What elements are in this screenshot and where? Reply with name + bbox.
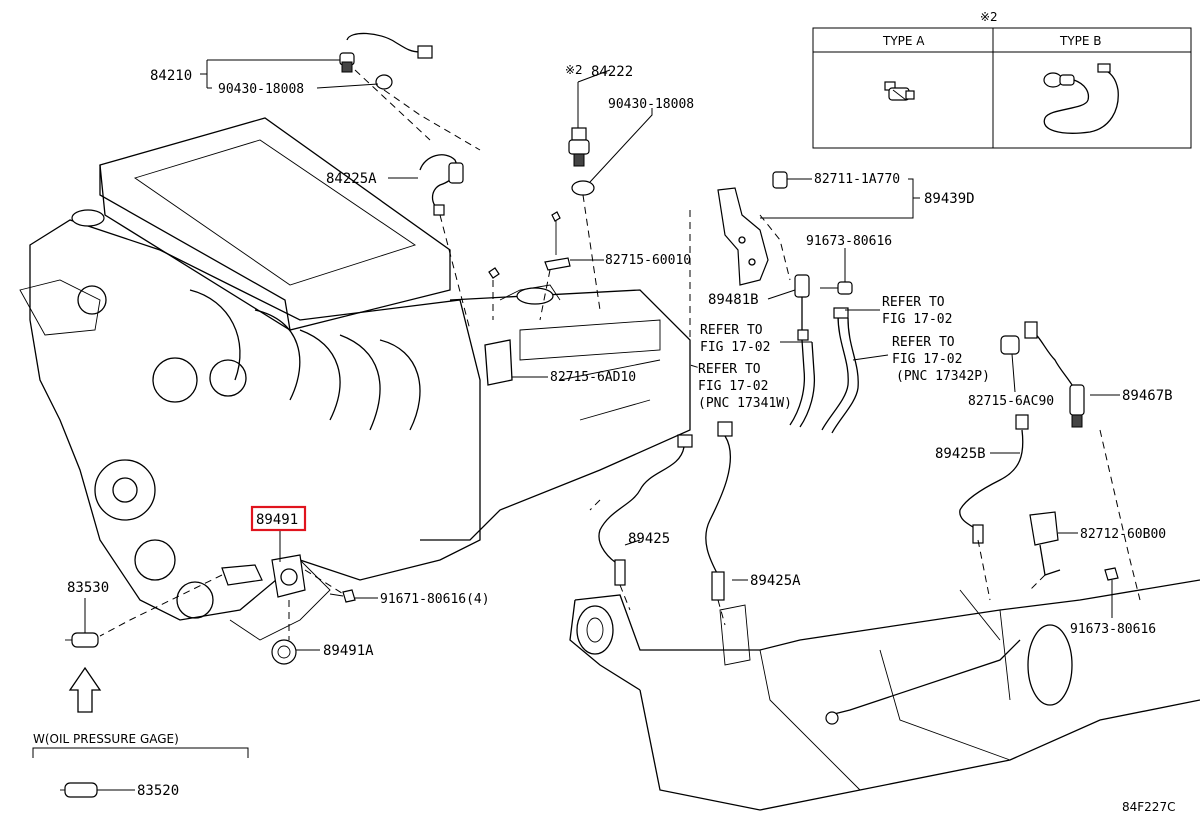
label-89467B: 89467B [1122,388,1173,404]
sensor-89467B[interactable] [1024,321,1085,428]
sensor-89425B[interactable] [959,414,1029,544]
gasket-90430-1[interactable] [375,74,393,90]
sensor-89425[interactable] [598,434,693,586]
bracket-82712-60B00[interactable] [1029,511,1061,576]
highlight-box-89491 [250,505,307,532]
type-table-note: ※2 [980,10,998,24]
label-91673-80616-2: 91673-80616 [1070,622,1156,637]
label-89439D: 89439D [924,191,975,207]
bolt-91673-1[interactable] [820,281,853,295]
label-84222-mark: ※2 [565,63,583,77]
engine-illustration [19,117,691,641]
label-refer3-line1: REFER TO [892,335,955,350]
bolt-91671-80616[interactable] [329,589,356,603]
label-refer2-line2: FIG 17-02 [700,340,770,355]
label-w-oil-pressure-gage: W(OIL PRESSURE GAGE) [33,732,179,746]
label-89425B: 89425B [935,446,986,462]
label-83530: 83530 [67,580,109,596]
label-refer3-line3: (PNC 17342P) [896,369,990,384]
bolt-top[interactable] [488,267,500,279]
bolt-82715-60010[interactable] [544,211,571,271]
label-91673-80616-1: 91673-80616 [806,234,892,249]
part-labels: 84210 90430-18008 ※2 84222 90430-18008 8… [33,63,1175,814]
leader-lines [32,59,1141,791]
sensor-89425A[interactable] [705,421,733,601]
type-b-header: TYPE B [1059,34,1102,48]
label-refer4-line3: (PNC 17341W) [698,396,792,411]
label-89491A: 89491A [323,643,374,659]
label-82712-60B00: 82712-60B00 [1080,527,1166,542]
label-refer1-line1: REFER TO [882,295,945,310]
label-90430-18008-2: 90430-18008 [608,97,694,112]
label-82711-1A770: 82711-1A770 [814,172,900,187]
label-91671-80616: 91671-80616(4) [380,592,490,607]
label-82715-6AC90: 82715-6AC90 [968,394,1054,409]
label-refer3-line2: FIG 17-02 [892,352,962,367]
clip-82715-6AC90[interactable] [1000,335,1020,355]
sensor-89481B[interactable] [794,274,810,341]
bracket-89439D[interactable] [717,187,769,286]
sensor-84222[interactable] [568,127,590,167]
arrow-up-icon [68,666,102,713]
figure-code: 84F227C [1122,800,1175,814]
type-b-sensor-drawing [1043,63,1119,134]
hose-17341W[interactable] [789,339,806,426]
label-82715-6AD10: 82715-6AD10 [550,370,636,385]
clip-82711-1A770[interactable] [772,171,788,189]
oil-pressure-switch-84210[interactable] [339,32,433,73]
label-refer4-line1: REFER TO [698,362,761,377]
label-refer4-line2: FIG 17-02 [698,379,768,394]
label-89491[interactable]: 89491 [256,512,298,528]
label-89425A: 89425A [750,573,801,589]
label-refer2-line1: REFER TO [700,323,763,338]
label-89425: 89425 [628,531,670,547]
type-a-header: TYPE A [882,34,925,48]
sender-83530[interactable] [65,632,99,648]
type-a-sensor-drawing [884,81,915,101]
seal-89491A[interactable] [271,639,297,665]
label-89481B: 89481B [708,292,759,308]
gasket-90430-2[interactable] [571,180,595,196]
label-84225A: 84225A [326,171,377,187]
bolt-91673-2[interactable] [1104,567,1119,581]
exhaust-illustration [569,579,1200,811]
label-refer1-line2: FIG 17-02 [882,312,952,327]
label-83520: 83520 [137,783,179,799]
switch-84225A[interactable] [419,154,464,216]
hose-17342P[interactable] [821,314,849,431]
label-82715-60010: 82715-60010 [605,253,691,268]
label-84222: 84222 [591,64,633,80]
label-90430-18008-1: 90430-18008 [218,82,304,97]
sender-83520[interactable] [60,782,98,798]
sensor-89491[interactable] [221,554,306,598]
label-84210: 84210 [150,68,192,84]
type-table: ※2 TYPE A TYPE B [812,10,1192,149]
